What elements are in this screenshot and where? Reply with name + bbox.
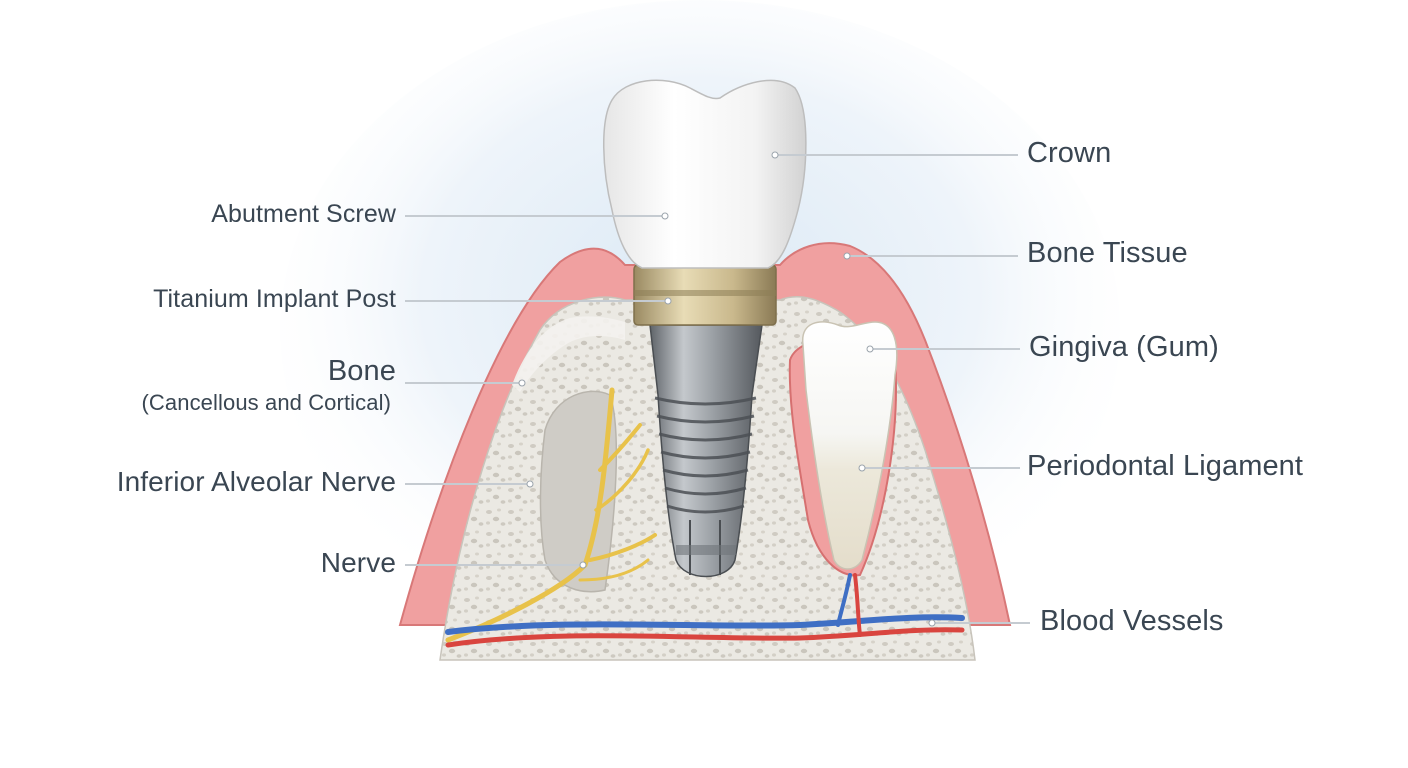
blood-vessels: [445, 573, 965, 648]
titanium-implant: [649, 324, 763, 578]
label-gingiva: Gingiva (Gum): [1029, 331, 1219, 363]
label-bone-tissue: Bone Tissue: [1027, 237, 1188, 269]
nerve-canal: [539, 390, 618, 593]
label-periodontal-ligament: Periodontal Ligament: [1027, 450, 1304, 482]
cortical-bone-rim: [512, 316, 625, 392]
label-crown: Crown: [1027, 137, 1112, 169]
label-nerve: Nerve: [320, 547, 396, 578]
label-inferior-alveolar-nerve: Inferior Alveolar Nerve: [116, 466, 396, 497]
natural-tooth: [802, 321, 898, 570]
label-bone-subtitle: (Cancellous and Cortical): [141, 390, 391, 415]
label-abutment-screw: Abutment Screw: [211, 200, 396, 228]
crown: [603, 79, 807, 269]
leader-dots: [518, 151, 936, 627]
label-titanium-implant-post: Titanium Implant Post: [153, 285, 396, 313]
label-blood-vessels: Blood Vessels: [1040, 605, 1224, 637]
leader-lines: [405, 154, 1030, 624]
label-bone: Bone: [327, 355, 396, 387]
